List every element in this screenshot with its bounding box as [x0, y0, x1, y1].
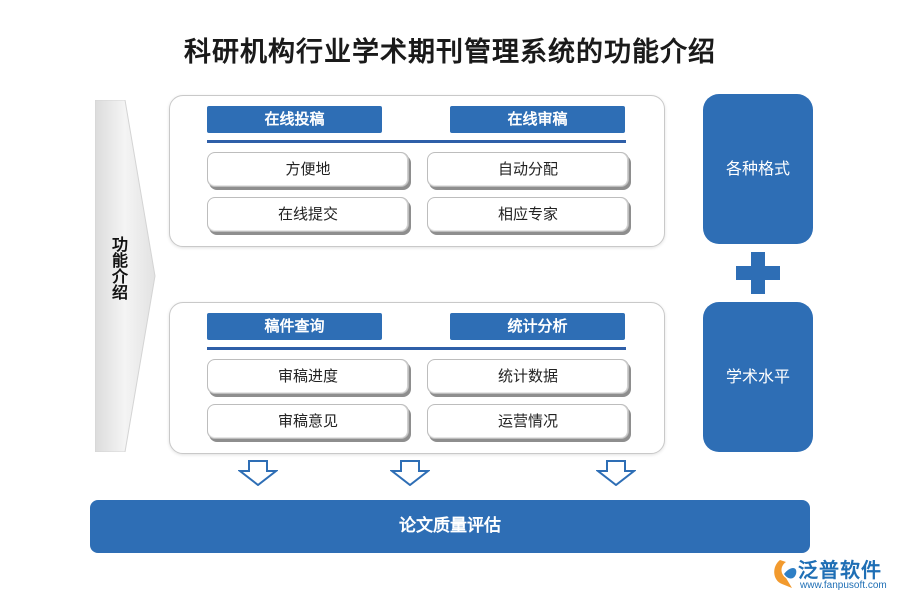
feature-cell: 方便地: [207, 152, 409, 187]
logo-icon: [774, 560, 797, 588]
feature-cell: 审稿意见: [207, 404, 409, 439]
feature-cell: 在线提交: [207, 197, 409, 232]
page-title: 科研机构行业学术期刊管理系统的功能介绍: [184, 37, 716, 68]
bottom-panel: 稿件查询 统计分析 审稿进度 统计数据 审稿意见 运营情况: [169, 302, 665, 454]
feature-cell: 统计数据: [427, 359, 629, 394]
header-statistics: 统计分析: [450, 313, 625, 340]
plus-icon: [736, 252, 780, 294]
box-academic-level: 学术水平: [703, 302, 813, 452]
divider: [207, 347, 626, 350]
down-arrow-icon: [238, 460, 278, 486]
box-various-formats: 各种格式: [703, 94, 813, 244]
feature-cell: 审稿进度: [207, 359, 409, 394]
feature-cell: 相应专家: [427, 197, 629, 232]
header-online-review: 在线审稿: [450, 106, 625, 133]
logo-name: 泛普软件: [798, 558, 882, 582]
header-manuscript-query: 稿件查询: [207, 313, 382, 340]
chevron-arrow-icon: [95, 100, 156, 452]
feature-cell: 自动分配: [427, 152, 629, 187]
side-label: 功能介绍: [109, 236, 128, 300]
top-panel: 在线投稿 在线审稿 方便地 自动分配 在线提交 相应专家: [169, 95, 665, 247]
feature-cell: 运营情况: [427, 404, 629, 439]
down-arrow-icon: [596, 460, 636, 486]
header-online-submission: 在线投稿: [207, 106, 382, 133]
paper-quality-bar: 论文质量评估: [90, 500, 810, 553]
logo-url: www.fanpusoft.com: [800, 580, 887, 591]
down-arrow-icon: [390, 460, 430, 486]
divider: [207, 140, 626, 143]
